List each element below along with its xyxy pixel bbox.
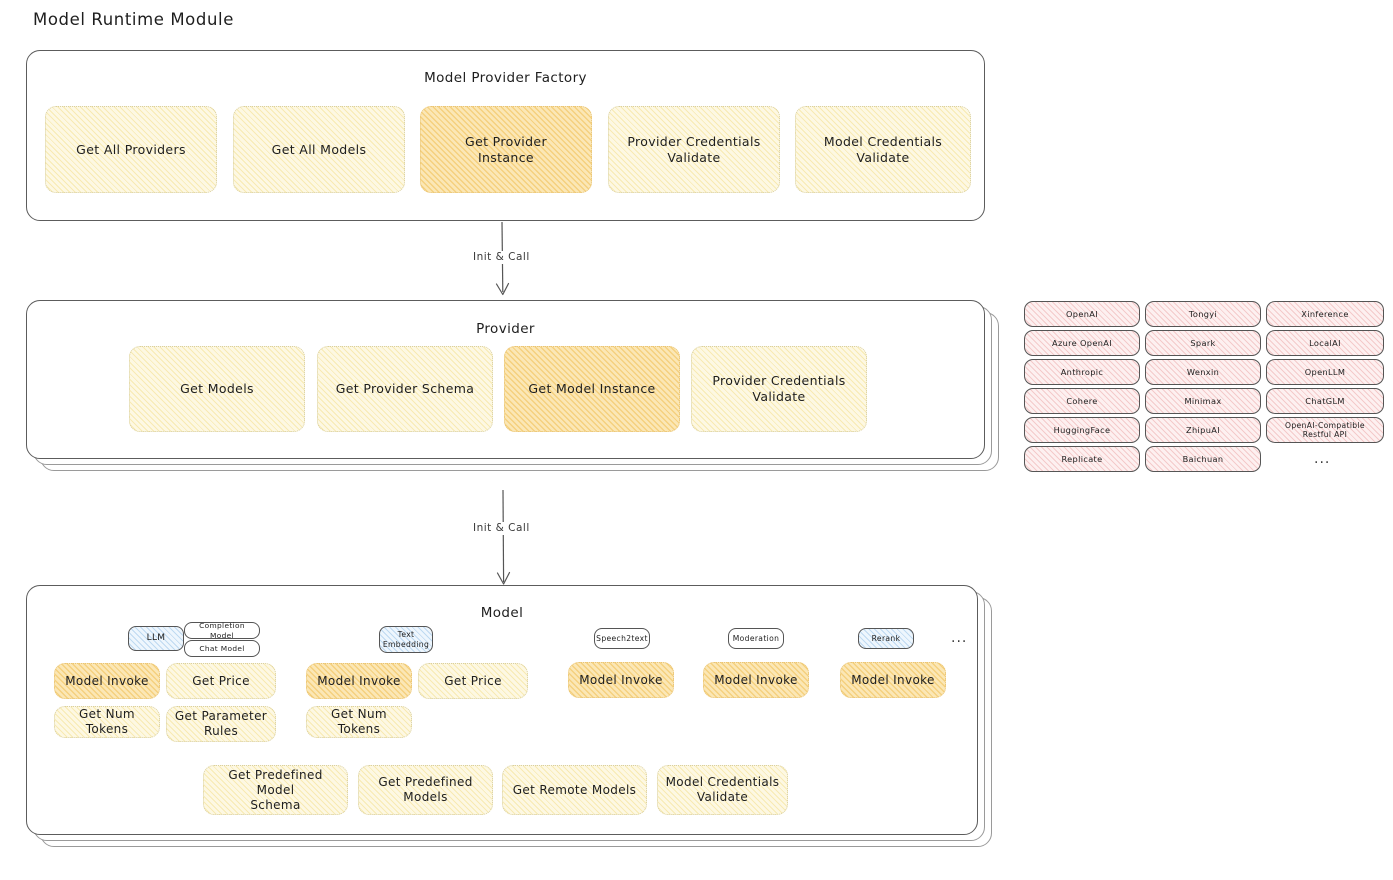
provider-list-more: ...	[1314, 451, 1331, 467]
node-text-embedding-get-num-tokens[interactable]: Get Num Tokens	[306, 706, 412, 738]
arrow-factory-to-provider: Init & Call	[470, 221, 590, 300]
page-title: Model Runtime Module	[33, 10, 234, 29]
arrow-provider-to-model: Init & Call	[470, 489, 590, 590]
provider-chip-replicate[interactable]: Replicate	[1024, 446, 1140, 472]
node-get-predefined-model-schema[interactable]: Get Predefined Model Schema	[203, 765, 348, 815]
model-title: Model	[480, 605, 524, 621]
model-provider-factory-title: Model Provider Factory	[424, 70, 587, 86]
arrow-provider-to-model-svg	[496, 489, 511, 585]
provider-title: Provider	[476, 321, 535, 337]
provider-chip-openllm[interactable]: OpenLLM	[1266, 359, 1384, 385]
node-model-credentials-validate[interactable]: Model Credentials Validate	[795, 106, 971, 193]
node-get-model-instance[interactable]: Get Model Instance	[504, 346, 680, 432]
node-llm-get-price[interactable]: Get Price	[166, 663, 276, 699]
badge-speech2text[interactable]: Speech2text	[594, 628, 650, 649]
node-get-predefined-models[interactable]: Get Predefined Models	[358, 765, 493, 815]
node-llm-model-invoke[interactable]: Model Invoke	[54, 663, 160, 699]
badge-llm[interactable]: LLM	[128, 626, 184, 651]
provider-chip-openai[interactable]: OpenAI	[1024, 301, 1140, 327]
node-text-embedding-model-invoke[interactable]: Model Invoke	[306, 663, 412, 699]
node-get-remote-models[interactable]: Get Remote Models	[502, 765, 647, 815]
provider-chip-baichuan[interactable]: Baichuan	[1145, 446, 1261, 472]
provider-chip-openai-compatible-restful-api[interactable]: OpenAI-Compatible Restful API	[1266, 417, 1384, 443]
node-speech2text-model-invoke[interactable]: Model Invoke	[568, 662, 674, 698]
badge-chat-model[interactable]: Chat Model	[184, 640, 260, 657]
badge-completion-model[interactable]: Completion Model	[184, 621, 260, 640]
node-model-credentials-validate-2[interactable]: Model Credentials Validate	[657, 765, 788, 815]
model-types-more: ...	[951, 630, 968, 646]
provider-chip-wenxin[interactable]: Wenxin	[1145, 359, 1261, 385]
provider-chip-anthropic[interactable]: Anthropic	[1024, 359, 1140, 385]
provider-chip-zhipuai[interactable]: ZhipuAI	[1145, 417, 1261, 443]
badge-text-embedding[interactable]: Text Embedding	[379, 626, 433, 653]
provider-chip-localai[interactable]: LocalAI	[1266, 330, 1384, 356]
node-get-provider-schema[interactable]: Get Provider Schema	[317, 346, 493, 432]
node-provider-credentials-validate-2[interactable]: Provider Credentials Validate	[691, 346, 867, 432]
provider-chip-cohere[interactable]: Cohere	[1024, 388, 1140, 414]
provider-chip-xinference[interactable]: Xinference	[1266, 301, 1384, 327]
node-get-all-models[interactable]: Get All Models	[233, 106, 405, 193]
provider-chip-spark[interactable]: Spark	[1145, 330, 1261, 356]
arrow-provider-to-model-label: Init & Call	[470, 522, 533, 536]
provider-list: OpenAI Azure OpenAI Anthropic Cohere Hug…	[1024, 301, 1384, 476]
node-get-all-providers[interactable]: Get All Providers	[45, 106, 217, 193]
provider-chip-minimax[interactable]: Minimax	[1145, 388, 1261, 414]
node-get-provider-instance[interactable]: Get Provider Instance	[420, 106, 592, 193]
node-moderation-model-invoke[interactable]: Model Invoke	[703, 662, 809, 698]
badge-rerank[interactable]: Rerank	[858, 628, 914, 649]
node-llm-get-parameter-rules[interactable]: Get Parameter Rules	[166, 706, 276, 742]
node-rerank-model-invoke[interactable]: Model Invoke	[840, 662, 946, 698]
provider-chip-huggingface[interactable]: HuggingFace	[1024, 417, 1140, 443]
arrow-factory-to-provider-label: Init & Call	[470, 251, 533, 265]
provider-chip-tongyi[interactable]: Tongyi	[1145, 301, 1261, 327]
node-get-models[interactable]: Get Models	[129, 346, 305, 432]
node-provider-credentials-validate[interactable]: Provider Credentials Validate	[608, 106, 780, 193]
node-text-embedding-get-price[interactable]: Get Price	[418, 663, 528, 699]
provider-chip-chatglm[interactable]: ChatGLM	[1266, 388, 1384, 414]
provider-chip-azure-openai[interactable]: Azure OpenAI	[1024, 330, 1140, 356]
node-llm-get-num-tokens[interactable]: Get Num Tokens	[54, 706, 160, 738]
badge-moderation[interactable]: Moderation	[728, 628, 784, 649]
